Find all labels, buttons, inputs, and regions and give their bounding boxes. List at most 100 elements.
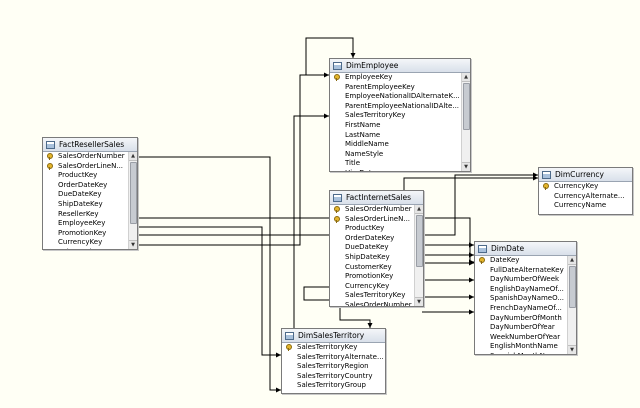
vertical-scrollbar[interactable]: ▲▼: [567, 256, 576, 354]
scroll-thumb[interactable]: [463, 83, 470, 130]
column-name: LastName: [345, 130, 381, 139]
column-row[interactable]: SalesOrderNumber: [43, 152, 129, 162]
scroll-thumb[interactable]: [569, 266, 576, 308]
table-header[interactable]: FactResellerSales: [43, 138, 137, 152]
column-row[interactable]: SalesTerritoryRegion: [282, 362, 385, 372]
scroll-thumb[interactable]: [416, 215, 423, 267]
column-row[interactable]: FrenchDayNameOf...: [475, 304, 568, 314]
column-row[interactable]: SpanishMonthName: [475, 352, 568, 354]
relationship-line[interactable]: [136, 226, 281, 356]
scroll-thumb[interactable]: [130, 162, 137, 224]
column-row[interactable]: ParentEmployeeNationalIDAlte...: [330, 102, 462, 112]
column-row[interactable]: FullDateAlternateKey: [475, 266, 568, 276]
column-row[interactable]: SalesOrderLineN...: [43, 162, 129, 172]
column-row[interactable]: SpanishDayNameO...: [475, 294, 568, 304]
column-row[interactable]: PromotionKey: [43, 229, 129, 239]
scroll-down-arrow-icon[interactable]: ▼: [415, 297, 423, 306]
column-row[interactable]: SalesOrderNumber: [330, 205, 415, 215]
relationship-line[interactable]: [136, 74, 329, 246]
column-row[interactable]: ParentEmployeeKey: [330, 83, 462, 93]
column-row[interactable]: SalesTerritoryKey: [43, 248, 129, 249]
column-row[interactable]: SalesTerritoryCountry: [282, 372, 385, 382]
relationship-line[interactable]: [403, 177, 538, 190]
column-row[interactable]: CurrencyName: [539, 201, 632, 211]
column-row[interactable]: SalesTerritoryKey: [330, 291, 415, 301]
relationship-line[interactable]: [303, 286, 329, 301]
column-row[interactable]: CurrencyKey: [539, 182, 632, 192]
scroll-up-arrow-icon[interactable]: ▲: [129, 152, 137, 161]
scroll-down-arrow-icon[interactable]: ▼: [462, 162, 470, 171]
scroll-down-arrow-icon[interactable]: ▼: [129, 240, 137, 249]
vertical-scrollbar[interactable]: ▲▼: [414, 205, 423, 306]
column-row[interactable]: CustomerKey: [330, 263, 415, 273]
column-row[interactable]: LastName: [330, 131, 462, 141]
column-row[interactable]: FirstName: [330, 121, 462, 131]
column-row[interactable]: EnglishMonthName: [475, 342, 568, 352]
column-row[interactable]: PromotionKey: [330, 272, 415, 282]
column-row[interactable]: ShipDateKey: [43, 200, 129, 210]
relationship-line[interactable]: [136, 156, 281, 391]
table-header[interactable]: DimDate: [475, 242, 576, 256]
table-header[interactable]: DimSalesTerritory: [282, 329, 385, 343]
column-row[interactable]: CurrencyKey: [330, 282, 415, 292]
column-row[interactable]: DayNumberOfWeek: [475, 275, 568, 285]
relationship-line[interactable]: [136, 174, 538, 236]
column-row[interactable]: WeekNumberOfYear: [475, 333, 568, 343]
table-icon: [333, 61, 342, 70]
column-row[interactable]: DueDateKey: [330, 243, 415, 253]
column-row[interactable]: CurrencyKey: [43, 238, 129, 248]
column-row[interactable]: DateKey: [475, 256, 568, 266]
column-row[interactable]: NameStyle: [330, 150, 462, 160]
column-row[interactable]: DayNumberOfYear: [475, 323, 568, 333]
relationship-line[interactable]: [339, 305, 371, 328]
scroll-up-arrow-icon[interactable]: ▲: [415, 205, 423, 214]
table-header[interactable]: DimCurrency: [539, 168, 632, 182]
column-row[interactable]: SalesOrderLineN...: [330, 215, 415, 225]
column-row[interactable]: DueDateKey: [43, 190, 129, 200]
column-row[interactable]: OrderDateKey: [330, 234, 415, 244]
column-row[interactable]: HireDate: [330, 169, 462, 171]
column-row[interactable]: SalesTerritoryKey: [330, 111, 462, 121]
column-row[interactable]: Title: [330, 159, 462, 169]
column-row[interactable]: EmployeeKey: [43, 219, 129, 229]
vertical-scrollbar[interactable]: ▲▼: [461, 73, 470, 171]
column-row[interactable]: MiddleName: [330, 140, 462, 150]
column-row[interactable]: ShipDateKey: [330, 253, 415, 263]
column-row[interactable]: ProductKey: [330, 224, 415, 234]
vertical-scrollbar[interactable]: ▲▼: [128, 152, 137, 249]
column-row[interactable]: EnglishDayNameOf...: [475, 285, 568, 295]
column-row[interactable]: SalesTerritoryKey: [282, 343, 385, 353]
column-row[interactable]: SalesOrderNumber: [330, 301, 415, 306]
column-row[interactable]: OrderDateKey: [43, 181, 129, 191]
column-row[interactable]: ProductKey: [43, 171, 129, 181]
table-header[interactable]: DimEmployee: [330, 59, 470, 73]
relationship-line[interactable]: [293, 115, 329, 328]
column-row[interactable]: EmployeeNationalIDAlternateK...: [330, 92, 462, 102]
column-row[interactable]: SalesTerritoryAlternate...: [282, 353, 385, 363]
scroll-down-arrow-icon[interactable]: ▼: [568, 345, 576, 354]
column-row[interactable]: CurrencyAlternate...: [539, 192, 632, 202]
column-row[interactable]: EmployeeKey: [330, 73, 462, 83]
relationship-line[interactable]: [305, 37, 354, 75]
scroll-up-arrow-icon[interactable]: ▲: [462, 73, 470, 82]
scroll-up-arrow-icon[interactable]: ▲: [568, 256, 576, 265]
column-name: SalesOrderLineN...: [345, 214, 411, 223]
table-header[interactable]: FactInternetSales: [330, 191, 423, 205]
column-row[interactable]: ResellerKey: [43, 210, 129, 220]
column-row[interactable]: SalesTerritoryGroup: [282, 381, 385, 391]
primary-key-icon: [286, 344, 292, 351]
column-row[interactable]: DayNumberOfMonth: [475, 314, 568, 324]
